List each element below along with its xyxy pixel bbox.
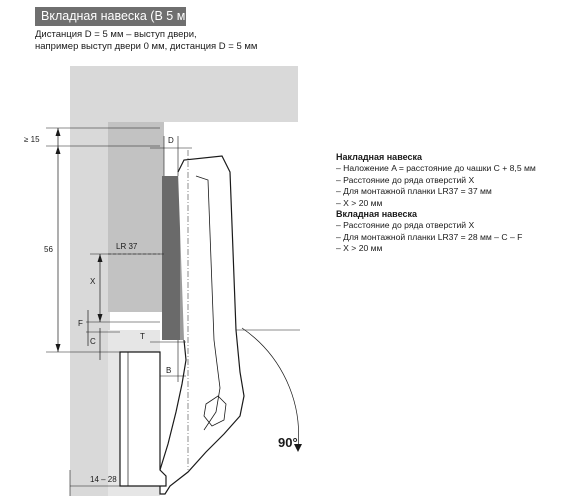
label-angle: 90° (278, 435, 298, 450)
installation-notes: Накладная навеска – Наложение A = рассто… (336, 152, 536, 255)
opening-arc-arrow (294, 444, 302, 452)
dim-56-arrow-bottom (55, 344, 61, 352)
label-dim-f: F (78, 319, 83, 328)
overlay-heading: Накладная навеска (336, 152, 423, 162)
intro-text: Дистанция D = 5 мм – выступ двери, напри… (35, 29, 257, 53)
hinge-knuckle (203, 395, 227, 427)
label-dim-c: C (90, 337, 96, 346)
label-dim-b: B (166, 366, 171, 375)
hinge-arm-inner (195, 175, 221, 431)
intro-line-1: Дистанция D = 5 мм – выступ двери, (35, 29, 197, 40)
inset-item: – X > 20 мм (336, 243, 383, 254)
opening-arc (241, 327, 299, 449)
dim-56-arrow-top (55, 146, 61, 154)
overlay-item: – Для монтажной планки LR37 = 37 мм (336, 186, 492, 197)
inset-heading: Вкладная навеска (336, 209, 417, 220)
intro-line-2: например выступ двери 0 мм, дистанция D … (35, 41, 258, 52)
mounting-plate (162, 176, 180, 340)
cabinet-side-wall (70, 66, 110, 496)
label-dim-x: X (90, 277, 96, 286)
inset-item: – Для монтажной планки LR37 = 28 мм – C … (336, 231, 523, 242)
label-dim-lr37: LR 37 (116, 242, 138, 251)
dim-15-arrow (55, 128, 61, 136)
door-outline (119, 351, 167, 487)
diagram-title: Вкладная навеска (В 5 мм) (35, 7, 198, 26)
dim-x-arrow-top (97, 254, 103, 262)
overlay-item: – Наложение A = расстояние до чашки C + … (336, 163, 536, 174)
dim-x-arrow-bottom (97, 314, 103, 322)
label-dim-top: ≥ 15 (24, 135, 40, 144)
inset-item: – Расстояние до ряда отверстий X (336, 220, 475, 231)
label-dim-d: D (168, 136, 174, 145)
label-dim-bottom: 14 – 28 (90, 475, 117, 484)
label-dim-56: 56 (44, 245, 53, 254)
hinge-arm (159, 155, 245, 495)
overlay-item: – Расстояние до ряда отверстий X (336, 174, 475, 185)
label-dim-t: T (140, 332, 145, 341)
overlay-item: – X > 20 мм (336, 197, 383, 208)
cabinet-inner-panel (108, 122, 164, 312)
